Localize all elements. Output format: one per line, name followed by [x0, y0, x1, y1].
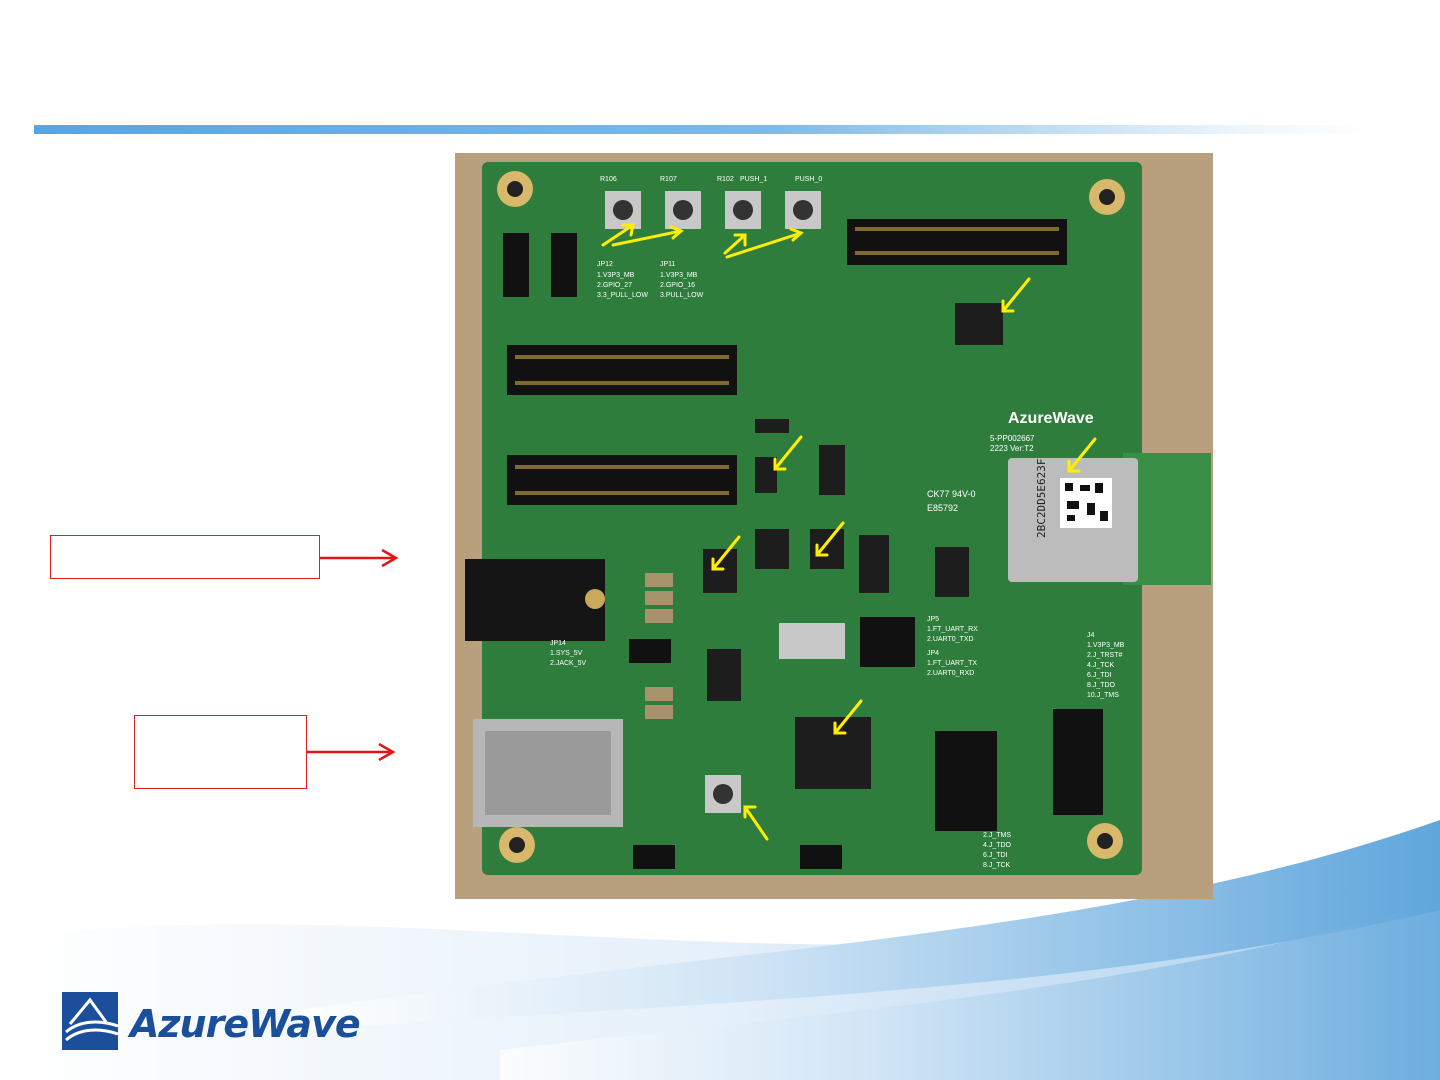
btn-label-r102: R102 [717, 176, 734, 183]
j1-line2: 4.J_TDO [983, 842, 1012, 849]
jp11-line3: 3.PULL_LOW [660, 292, 704, 299]
pin-headers [503, 219, 1103, 869]
jp4-line2: 2.UART0_RXD [927, 670, 974, 677]
board-version: 2223 Ver:T2 [990, 444, 1034, 453]
jp5-line2: 2.UART0_TXD [927, 636, 974, 643]
j4-line6: 10.J_TMS [1087, 692, 1119, 699]
j4-line3: 4.J_TCK [1087, 662, 1115, 669]
btn-label-push1: PUSH_1 [740, 176, 767, 183]
jp12-title: JP12 [597, 261, 613, 268]
ic-u9 [955, 303, 1003, 345]
j4-title: J4 [1087, 632, 1095, 639]
azurewave-logo-icon [62, 992, 119, 1050]
j1-line1: 2.J_TMS [983, 832, 1011, 839]
jp11-title: JP11 [660, 261, 676, 268]
ul-code-2: E85792 [927, 503, 958, 513]
j1-line4: 8.J_TCK [983, 862, 1011, 869]
jp12-line3: 3.3_PULL_LOW [597, 292, 648, 299]
jp11-line1: 1.V3P3_MB [660, 272, 698, 279]
logo-wordmark: AzureWave [130, 1002, 361, 1046]
btn-label-r107: R107 [660, 176, 677, 183]
board-brand: AzureWave [1008, 410, 1094, 427]
jp5-title: JP5 [927, 616, 939, 623]
power-red-arrow [320, 548, 399, 568]
title-underline [34, 125, 1374, 134]
btn-label-push0: PUSH_0 [795, 176, 822, 183]
j4-line4: 6.J_TDI [1087, 672, 1112, 679]
board-photo: 2BC2DD5E623F AzureWave 5-PP002667 2223 V… [455, 153, 1213, 899]
jp5-line1: 1.FT_UART_RX [927, 626, 978, 633]
ic-u1-mcu [795, 717, 871, 789]
j1-line3: 6.J_TDI [983, 852, 1008, 859]
jp4-title: JP4 [927, 650, 939, 657]
jp14-title: JP14 [550, 640, 566, 647]
crystal [779, 623, 845, 659]
board-part-no: 5-PP002667 [990, 434, 1035, 443]
usb-red-arrow [307, 742, 396, 762]
ic-u8 [935, 547, 969, 597]
bottom-swoosh-decoration [0, 820, 1440, 1080]
jp12-line1: 1.V3P3_MB [597, 272, 635, 279]
ul-code: CK77 94V-0 [927, 489, 976, 499]
tactile-buttons [605, 191, 821, 813]
jp4-line1: 1.FT_UART_TX [927, 660, 977, 667]
power-label-box [50, 535, 320, 579]
jp14-line2: 2.JACK_5V [550, 660, 587, 667]
yellow-arrows [601, 223, 1097, 841]
usb-label-box [134, 715, 307, 789]
module-code: 2BC2DD5E623F [1035, 459, 1048, 538]
j4-line2: 2.J_TRST# [1087, 652, 1123, 659]
dc-power-jack [465, 559, 605, 641]
jp14-line1: 1.SYS_5V [550, 650, 583, 657]
jp12-line2: 2.GPIO_27 [597, 282, 632, 289]
btn-label-r106: R106 [600, 176, 617, 183]
j4-line5: 8.J_TDO [1087, 682, 1116, 689]
j4-line1: 1.V3P3_MB [1087, 642, 1125, 649]
jp11-line2: 2.GPIO_16 [660, 282, 695, 289]
